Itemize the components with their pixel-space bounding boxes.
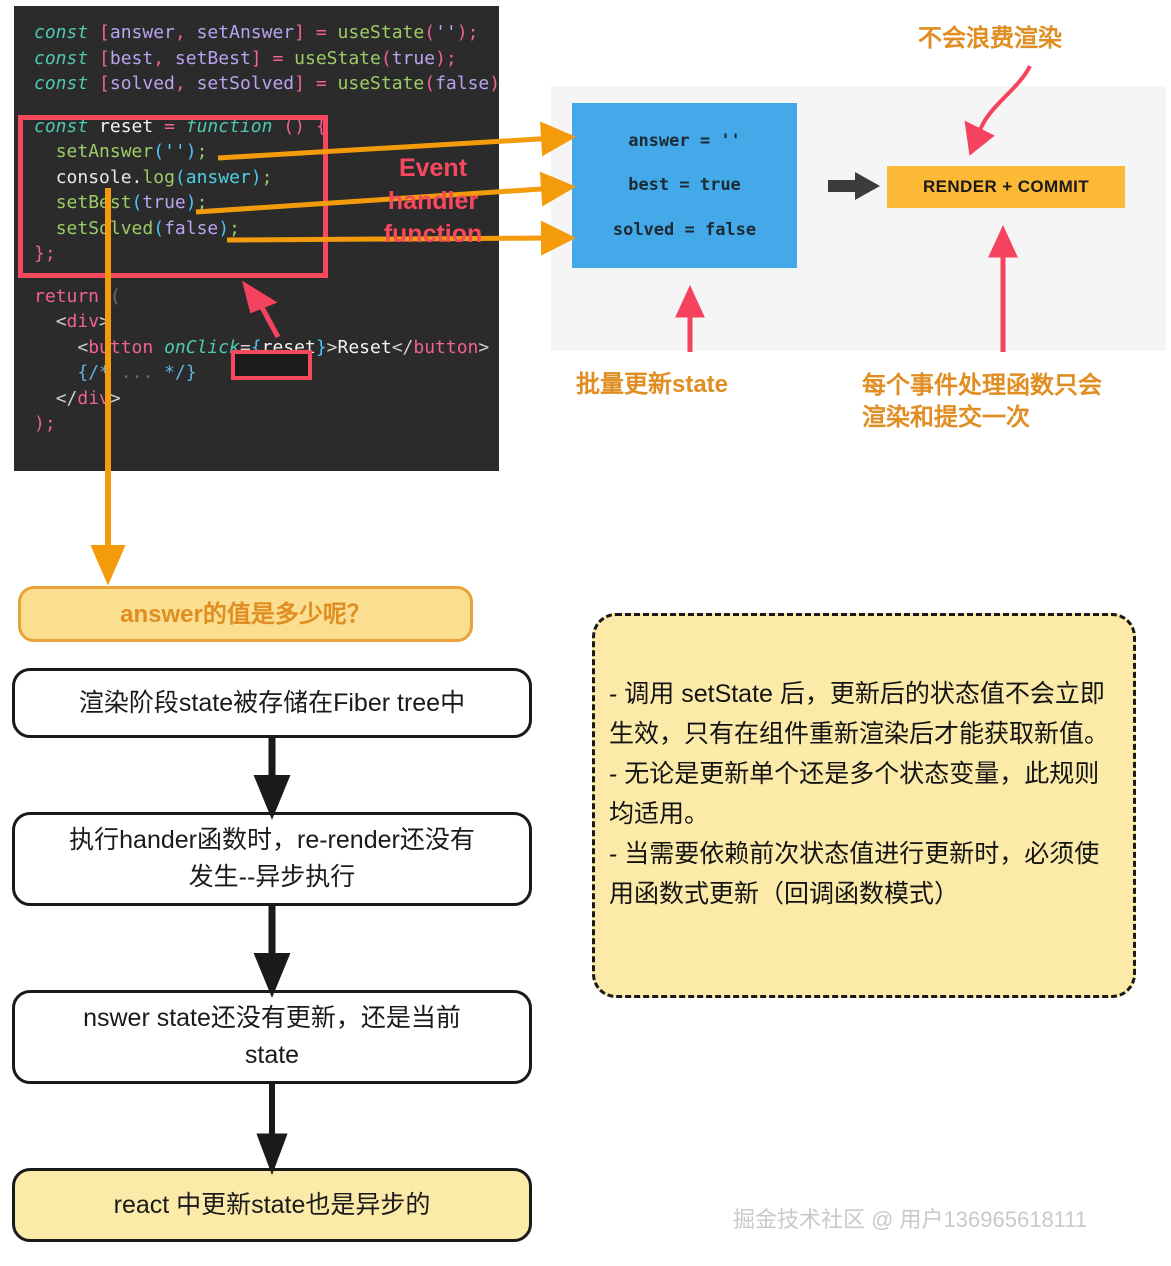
code-line-16: </div> (55, 387, 121, 409)
code-line-blank-2 (14, 267, 499, 284)
summary-note-box: - 调用 setState 后，更新后的状态值不会立即生效，只有在组件重新渲染后… (592, 613, 1136, 998)
flow-arrow-2 (253, 906, 291, 998)
state-line-best: best = true (628, 175, 741, 196)
code-line-7: console.log(answer); (55, 166, 273, 188)
code-line-9: setSolved(false); (55, 217, 240, 239)
render-commit-box: RENDER + COMMIT (887, 166, 1125, 208)
code-line-15: {/* ... */} (77, 362, 197, 383)
code-line-2: const [best, setBest] = useState(true); (34, 47, 457, 69)
note-bullet-2: - 无论是更新单个还是多个状态变量，此规则均适用。 (609, 760, 1100, 828)
code-line-blank-1 (14, 97, 499, 114)
event-handler-label: Event handler function (383, 154, 483, 248)
code-line-1: const [answer, setAnswer] = useState('')… (34, 22, 479, 43)
code-line-3: const [solved, setSolved] = useState(fal… (34, 73, 499, 94)
annotation-no-wasted-render: 不会浪费渲染 (918, 25, 1062, 52)
flow-step-1: 渲染阶段state被存储在Fiber tree中 (12, 668, 532, 738)
note-bullet-1: - 调用 setState 后，更新后的状态值不会立即生效，只有在组件重新渲染后… (609, 680, 1110, 748)
state-line-answer: answer = '' (628, 131, 741, 152)
code-line-10: }; (34, 243, 56, 264)
flow-step-3: nswer state还没有更新，还是当前 state (12, 990, 532, 1084)
flow-arrow-3 (256, 1084, 288, 1176)
annotation-render-once: 每个事件处理函数只会 渲染和提交一次 (862, 372, 1102, 431)
watermark: 掘金技术社区 @ 用户136965618111 (733, 1207, 1088, 1232)
flow-step-2: 执行hander函数时，re-render还没有 发生--异步执行 (12, 812, 532, 906)
flow-step-4: react 中更新state也是异步的 (12, 1168, 532, 1242)
code-line-5: const reset = function () { (34, 115, 327, 137)
code-line-13: <div> (55, 311, 110, 332)
annotation-batch-update: 批量更新state (576, 371, 729, 398)
code-line-17: ); (34, 413, 56, 434)
code-line-6: setAnswer(''); (55, 141, 208, 162)
state-line-solved: solved = false (612, 219, 757, 240)
state-values-box: answer = '' best = true solved = false (572, 103, 797, 268)
question-bubble: answer的值是多少呢？ (18, 586, 473, 642)
code-line-12: return ( (34, 285, 121, 307)
code-line-14: <button onClick={reset}>Reset</button> (77, 336, 490, 358)
note-bullet-3: - 当需要依赖前次状态值进行更新时，必须使用函数式更新（回调函数模式） (609, 840, 1100, 908)
flow-arrow-1 (253, 738, 291, 820)
